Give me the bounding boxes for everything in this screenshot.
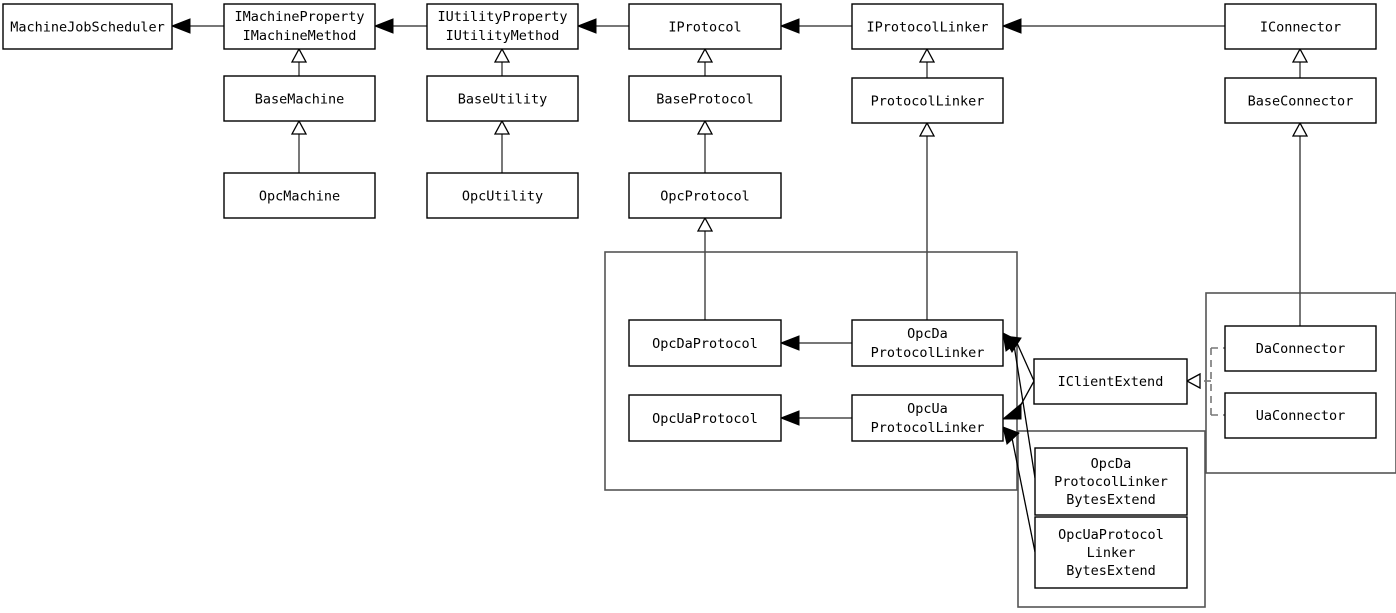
package-protocol-group [604,251,1018,491]
edge-opcmachine-to-basemachine [290,119,308,173]
edge-opcdabytesextend-to-opcdaprotocollinker [1002,332,1036,479]
class-box-imachine-property-method[interactable]: IMachineProperty IMachineMethod [223,3,376,50]
class-box-opc-protocol[interactable]: OpcProtocol [628,172,782,219]
class-label-base-protocol: BaseProtocol [656,92,754,108]
class-label-iconnector: IConnector [1260,20,1341,36]
edge-iconnector-to-iprotocollinker [1001,18,1225,34]
edge-opcdaprotocollinker-to-opcdaprotocol [779,335,852,351]
edge-opcdaprotocollinker-to-protocollinker [918,121,936,320]
edge-protocollinker-to-iprotocollinker [918,47,936,78]
class-label-iprotocol-linker: IProtocolLinker [867,20,989,36]
class-label-opcua-protocol: OpcUaProtocol [652,411,758,427]
class-label-ua-connector: UaConnector [1256,408,1345,424]
class-label-opcda-linker-line2: ProtocolLinker [871,345,985,361]
class-label-imachine-property: IMachineProperty [234,9,364,25]
class-label-protocol-linker: ProtocolLinker [871,94,985,110]
class-box-opcda-protocol[interactable]: OpcDaProtocol [628,319,782,367]
class-box-opcua-protocol-linker[interactable]: OpcUa ProtocolLinker [851,394,1004,442]
edge-opcdaprotocol-to-opcprotocol [696,216,714,320]
edge-iprotocollinker-to-iprotocol [779,18,852,34]
class-label-opc-protocol: OpcProtocol [660,189,749,205]
class-label-opcda-bytes-line3: BytesExtend [1066,492,1155,508]
class-box-iprotocol[interactable]: IProtocol [628,3,782,50]
edge-baseprotocol-to-iprotocol [696,47,714,76]
class-box-ua-connector[interactable]: UaConnector [1224,392,1377,439]
class-label-opcda-bytes-line1: OpcDa [1091,456,1132,472]
class-box-protocol-linker[interactable]: ProtocolLinker [851,77,1004,124]
edge-opcuaprotocollinker-to-opcuaprotocol [779,410,852,426]
class-box-opcda-protocol-linker[interactable]: OpcDa ProtocolLinker [851,319,1004,367]
class-box-opc-machine[interactable]: OpcMachine [223,172,376,219]
class-box-opcda-linker-bytes-extend[interactable]: OpcDa ProtocolLinker BytesExtend [1034,447,1188,516]
edge-connectors-realize-iclientextend [1185,347,1225,416]
class-box-opcua-protocol[interactable]: OpcUaProtocol [628,394,782,442]
class-label-opcua-linker-line2: ProtocolLinker [871,420,985,436]
edge-baseconnector-to-iconnector [1291,47,1309,78]
class-box-opc-utility[interactable]: OpcUtility [426,172,579,219]
class-box-iprotocol-linker[interactable]: IProtocolLinker [851,3,1004,50]
class-box-base-protocol[interactable]: BaseProtocol [628,75,782,122]
edge-iclientextend-to-opcuaprotocollinker [1001,380,1035,420]
class-box-base-machine[interactable]: BaseMachine [223,75,376,122]
edge-opcutility-to-baseutility [493,119,511,173]
class-box-base-connector[interactable]: BaseConnector [1224,77,1377,124]
class-label-machine-job-scheduler: MachineJobScheduler [10,20,164,36]
class-box-opcua-linker-bytes-extend[interactable]: OpcUaProtocol Linker BytesExtend [1034,516,1188,589]
edge-baseutility-to-iutilityproperty [493,47,511,76]
class-label-opc-utility: OpcUtility [462,189,543,205]
class-label-base-machine: BaseMachine [255,92,344,108]
edge-opcuabytesextend-to-opcuaprotocollinker [1002,426,1036,553]
class-label-opcua-bytes-line3: BytesExtend [1066,563,1155,579]
class-box-iclient-extend[interactable]: IClientExtend [1033,358,1188,405]
class-label-iutility-property: IUtilityProperty [437,9,567,25]
edge-basemachine-to-imachineproperty [290,47,308,76]
class-box-iutility-property-method[interactable]: IUtilityProperty IUtilityMethod [426,3,579,50]
edge-iprotocol-to-iutilityproperty [576,18,629,34]
class-label-base-connector: BaseConnector [1248,94,1354,110]
edge-imachineproperty-to-machinejobscheduler [170,18,224,34]
class-label-opcua-bytes-line2: Linker [1087,545,1136,561]
edge-opcprotocol-to-baseprotocol [696,119,714,173]
class-label-iutility-method: IUtilityMethod [446,28,560,44]
class-label-opcua-bytes-line1: OpcUaProtocol [1058,527,1164,543]
class-label-opcua-linker-line1: OpcUa [907,401,948,417]
class-label-opcda-linker-line1: OpcDa [907,326,948,342]
class-label-da-connector: DaConnector [1256,341,1345,357]
class-label-imachine-method: IMachineMethod [243,28,357,44]
package-connector-group [1205,292,1396,474]
edge-daconnector-to-baseconnector [1291,121,1309,326]
class-label-opcda-protocol: OpcDaProtocol [652,336,758,352]
class-box-machine-job-scheduler[interactable]: MachineJobScheduler [2,3,173,50]
class-label-opcda-bytes-line2: ProtocolLinker [1054,474,1168,490]
class-box-iconnector[interactable]: IConnector [1224,3,1377,50]
class-label-iclient-extend: IClientExtend [1058,374,1164,390]
class-box-da-connector[interactable]: DaConnector [1224,325,1377,372]
class-box-base-utility[interactable]: BaseUtility [426,75,579,122]
class-label-base-utility: BaseUtility [458,92,547,108]
class-label-iprotocol: IProtocol [668,20,741,36]
edge-iutilityproperty-to-imachineproperty [373,18,427,34]
class-label-opc-machine: OpcMachine [259,189,340,205]
package-bytes-extend-group [1017,430,1206,608]
